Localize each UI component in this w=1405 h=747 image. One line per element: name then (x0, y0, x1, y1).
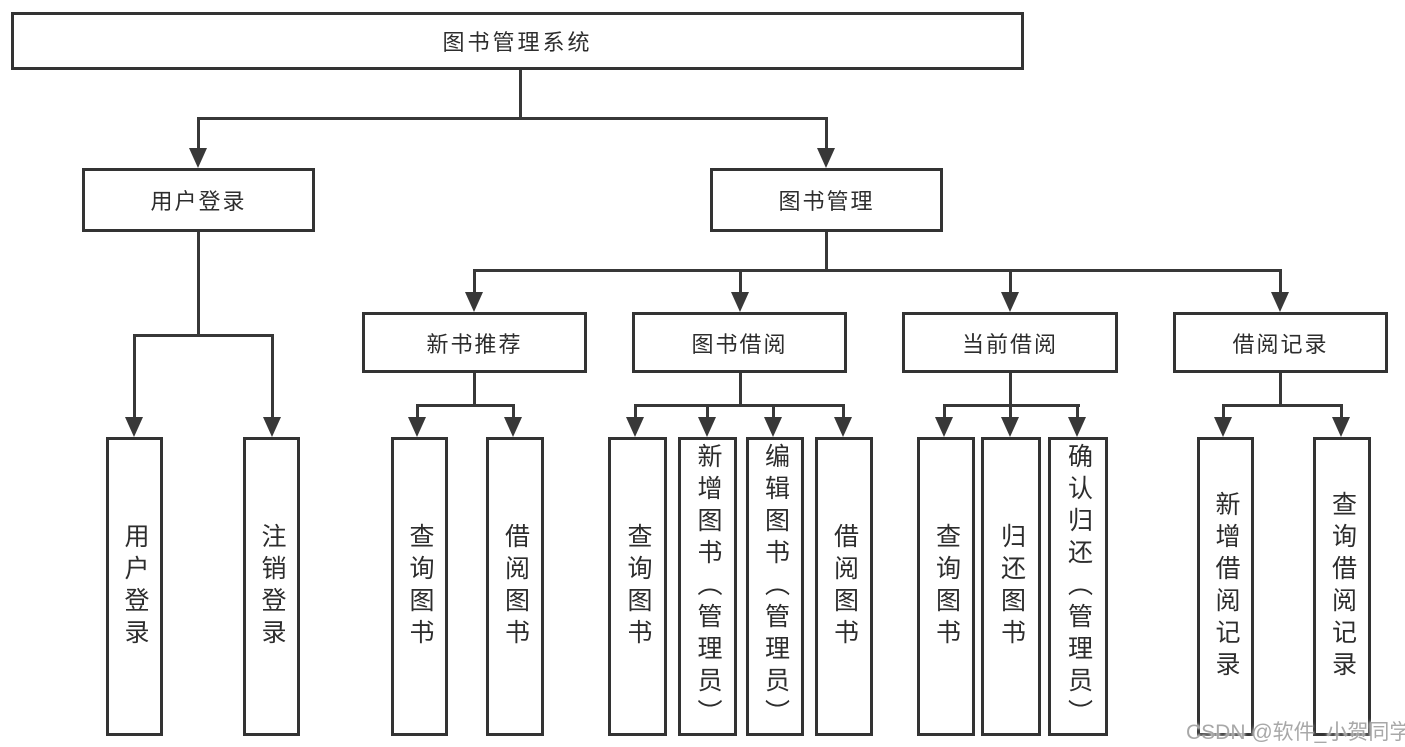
leaf-add-book-admin: 新增图书（管理员） (678, 437, 737, 736)
arrow-down-icon (1001, 417, 1019, 437)
connector-drop (271, 334, 274, 419)
arrow-down-icon (125, 417, 143, 437)
leaf-label: 查询图书 (932, 522, 961, 651)
leaf-label: 查询图书 (406, 522, 434, 651)
leaf-confirm-return-admin: 确认归还（管理员） (1048, 437, 1108, 736)
node-current-borrowing: 当前借阅 (902, 312, 1118, 373)
node-label: 用户登录 (150, 189, 247, 214)
connector-drop (842, 404, 845, 419)
leaf-borrow-book-2: 借阅图书 (815, 437, 873, 736)
leaf-label: 借阅图书 (501, 522, 530, 651)
connector-userlogin-stem (197, 232, 200, 336)
leaf-label: 查询图书 (624, 522, 652, 651)
connector-newbook-rail (416, 404, 514, 407)
connector-drop (473, 269, 476, 295)
leaf-edit-book-admin: 编辑图书（管理员） (746, 437, 804, 736)
arrow-down-icon (408, 417, 426, 437)
connector-drop (1076, 404, 1079, 419)
node-label: 图书借阅 (691, 331, 788, 357)
csdn-watermark: CSDN @软件_小贺同学 (1186, 721, 1405, 744)
leaf-return-book: 归还图书 (981, 437, 1041, 736)
connector-drop-book-mgmt (825, 117, 828, 153)
connector-drop (1279, 269, 1282, 295)
connector-drop-user-login (197, 117, 200, 153)
arrow-down-icon (698, 417, 716, 437)
arrow-down-icon (764, 417, 782, 437)
connector-drop (943, 404, 946, 419)
leaf-label: 查询借阅记录 (1328, 490, 1357, 683)
leaf-user-login: 用户登录 (106, 437, 163, 736)
connector-root-stem (519, 70, 522, 118)
leaf-label: 归还图书 (997, 522, 1026, 651)
connector-userlogin-rail (133, 334, 274, 337)
node-root-system: 图书管理系统 (11, 12, 1024, 70)
leaf-query-borrow-record: 查询借阅记录 (1313, 437, 1371, 736)
leaf-label: 编辑图书（管理员） (761, 442, 790, 731)
leaf-label: 借阅图书 (830, 522, 859, 651)
arrow-down-icon (1332, 417, 1350, 437)
node-label: 新书推荐 (426, 331, 523, 357)
connector-borrow-rail (634, 404, 845, 407)
connector-drop (706, 404, 709, 419)
connector-drop (634, 404, 637, 419)
arrow-down-icon (626, 417, 644, 437)
leaf-label: 注销登录 (258, 522, 286, 651)
connector-root-rail (197, 117, 828, 120)
connector-drop (512, 404, 515, 419)
leaf-label: 新增图书（管理员） (694, 442, 722, 731)
arrow-down-icon (817, 148, 835, 168)
leaf-label: 新增借阅记录 (1212, 490, 1240, 683)
connector-record-rail (1222, 404, 1343, 407)
arrow-down-icon (1068, 417, 1086, 437)
connector-drop (133, 334, 136, 419)
leaf-query-book-1: 查询图书 (391, 437, 448, 736)
leaf-label: 用户登录 (121, 522, 149, 651)
node-borrowing-records: 借阅记录 (1173, 312, 1388, 373)
node-book-borrowing: 图书借阅 (632, 312, 847, 373)
arrow-down-icon (834, 417, 852, 437)
connector-drop (772, 404, 775, 419)
connector-bookmgmt-rail (473, 269, 1282, 272)
leaf-query-book-3: 查询图书 (917, 437, 975, 736)
arrow-down-icon (263, 417, 281, 437)
node-label: 借阅记录 (1232, 331, 1329, 357)
node-label: 图书管理 (778, 189, 875, 214)
node-new-book-recommendation: 新书推荐 (362, 312, 587, 373)
arrow-down-icon (1271, 292, 1289, 312)
leaf-logout: 注销登录 (243, 437, 300, 736)
node-label: 当前借阅 (961, 331, 1058, 357)
arrow-down-icon (1001, 292, 1019, 312)
connector-drop (1222, 404, 1225, 419)
leaf-query-book-2: 查询图书 (608, 437, 667, 736)
connector-current-stem (1009, 373, 1012, 406)
arrow-down-icon (935, 417, 953, 437)
arrow-down-icon (189, 148, 207, 168)
arrow-down-icon (1214, 417, 1232, 437)
node-root-label: 图书管理系统 (442, 30, 593, 55)
connector-borrow-stem (739, 373, 742, 406)
connector-drop (1340, 404, 1343, 419)
connector-record-stem (1279, 373, 1282, 406)
node-book-management: 图书管理 (710, 168, 943, 232)
connector-drop (416, 404, 419, 419)
connector-newbook-stem (473, 373, 476, 406)
leaf-borrow-book-1: 借阅图书 (486, 437, 544, 736)
node-user-login: 用户登录 (82, 168, 315, 232)
arrow-down-icon (465, 292, 483, 312)
arrow-down-icon (504, 417, 522, 437)
connector-drop (739, 269, 742, 295)
connector-drop (1009, 269, 1012, 295)
connector-drop (1009, 404, 1012, 419)
arrow-down-icon (731, 292, 749, 312)
leaf-add-borrow-record: 新增借阅记录 (1197, 437, 1254, 736)
leaf-label: 确认归还（管理员） (1064, 442, 1093, 731)
connector-bookmgmt-stem (825, 232, 828, 271)
